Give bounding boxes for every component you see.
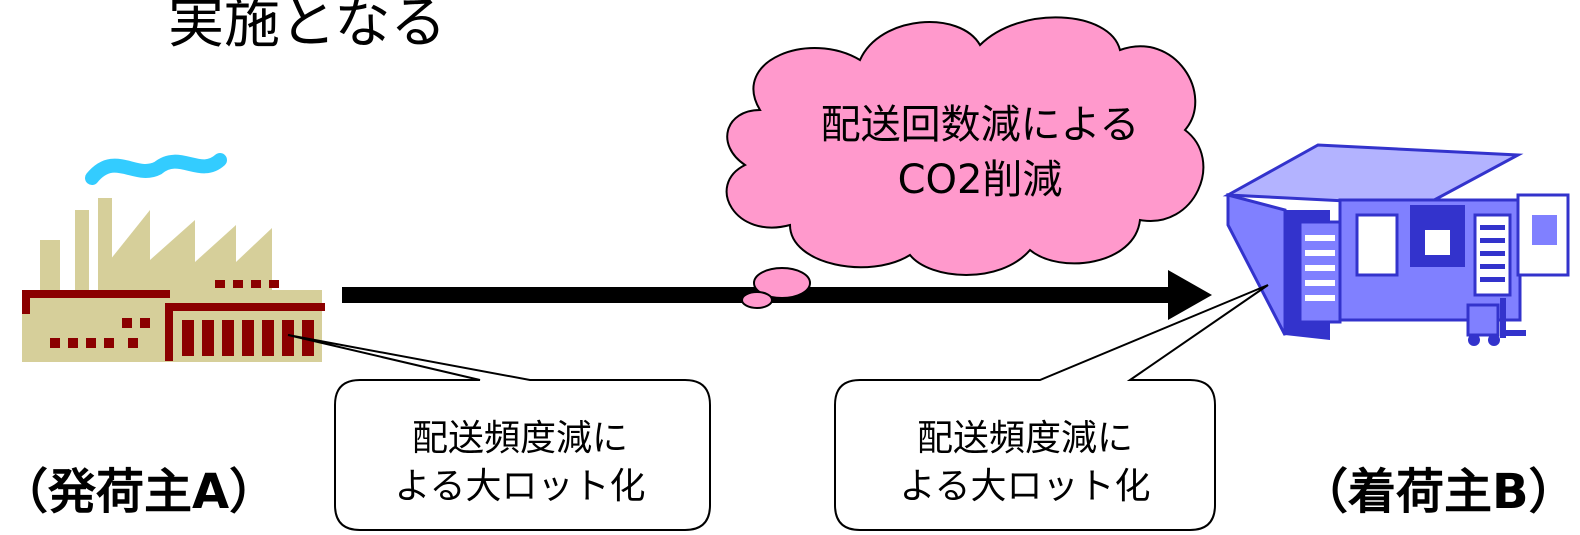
callout-left-line2: よる大ロット化 xyxy=(394,466,646,507)
cloud-text-line1: 配送回数減による xyxy=(820,102,1140,148)
callout-right-text: 配送頻度減に よる大ロット化 xyxy=(835,415,1215,511)
factory-icon xyxy=(22,153,325,362)
cloud-text-line2: CO2削減 xyxy=(897,157,1063,203)
thought-cloud xyxy=(725,16,1205,309)
cloud-text: 配送回数減による CO2削減 xyxy=(790,98,1170,208)
callout-right-line2: よる大ロット化 xyxy=(899,466,1151,507)
warehouse-icon xyxy=(1222,143,1570,340)
heading-text: 実施となる xyxy=(168,0,447,56)
shipper-label: （発荷主A） xyxy=(0,464,278,520)
callout-left-line1: 配送頻度減に xyxy=(411,418,628,459)
callout-right-line1: 配送頻度減に xyxy=(916,418,1133,459)
callout-left-text: 配送頻度減に よる大ロット化 xyxy=(330,415,710,511)
receiver-label: （着荷主B） xyxy=(1300,464,1577,520)
forklift-icon xyxy=(1466,298,1526,346)
callout-left xyxy=(287,334,711,531)
callout-right xyxy=(834,284,1269,531)
